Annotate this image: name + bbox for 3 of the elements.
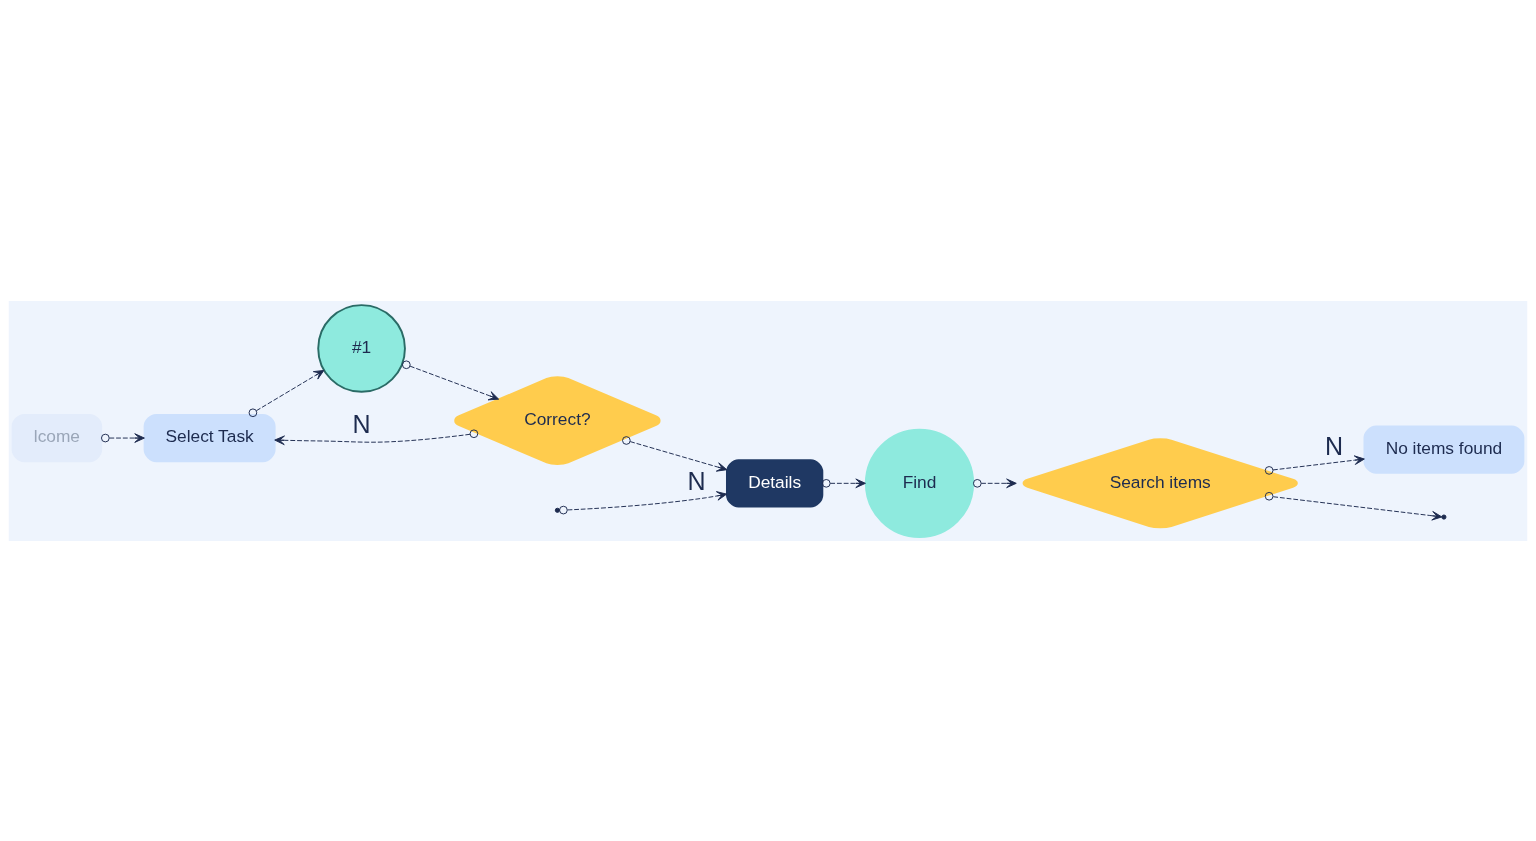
edge-label: N [352,409,371,438]
edge-label: N [687,466,706,495]
edge-label: N [1325,431,1344,460]
